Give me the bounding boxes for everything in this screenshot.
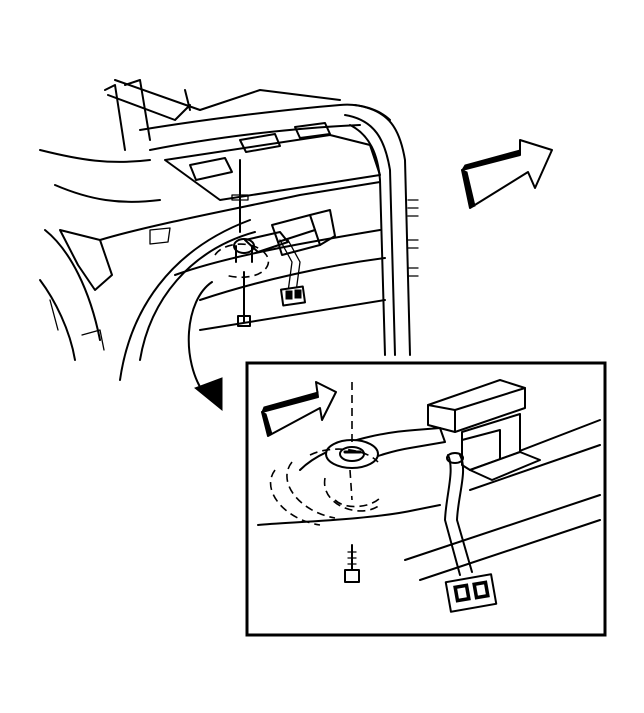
latch-strap (325, 427, 446, 469)
detail-view (245, 361, 607, 637)
arrow-right-icon (261, 381, 337, 437)
release-cable (444, 452, 473, 576)
roof-panel (104, 79, 391, 201)
arrow-right-icon (460, 139, 553, 209)
weatherstrip (344, 104, 419, 356)
main-view (39, 79, 553, 412)
latch-assembly-main (214, 159, 336, 327)
curved-arrow-down-icon (187, 281, 223, 412)
electrical-connector (444, 573, 498, 613)
mounting-bracket (427, 379, 541, 481)
fastener (344, 382, 360, 583)
trim-panel (99, 181, 386, 381)
body-pillar (39, 149, 161, 361)
hidden-structure (269, 448, 381, 526)
